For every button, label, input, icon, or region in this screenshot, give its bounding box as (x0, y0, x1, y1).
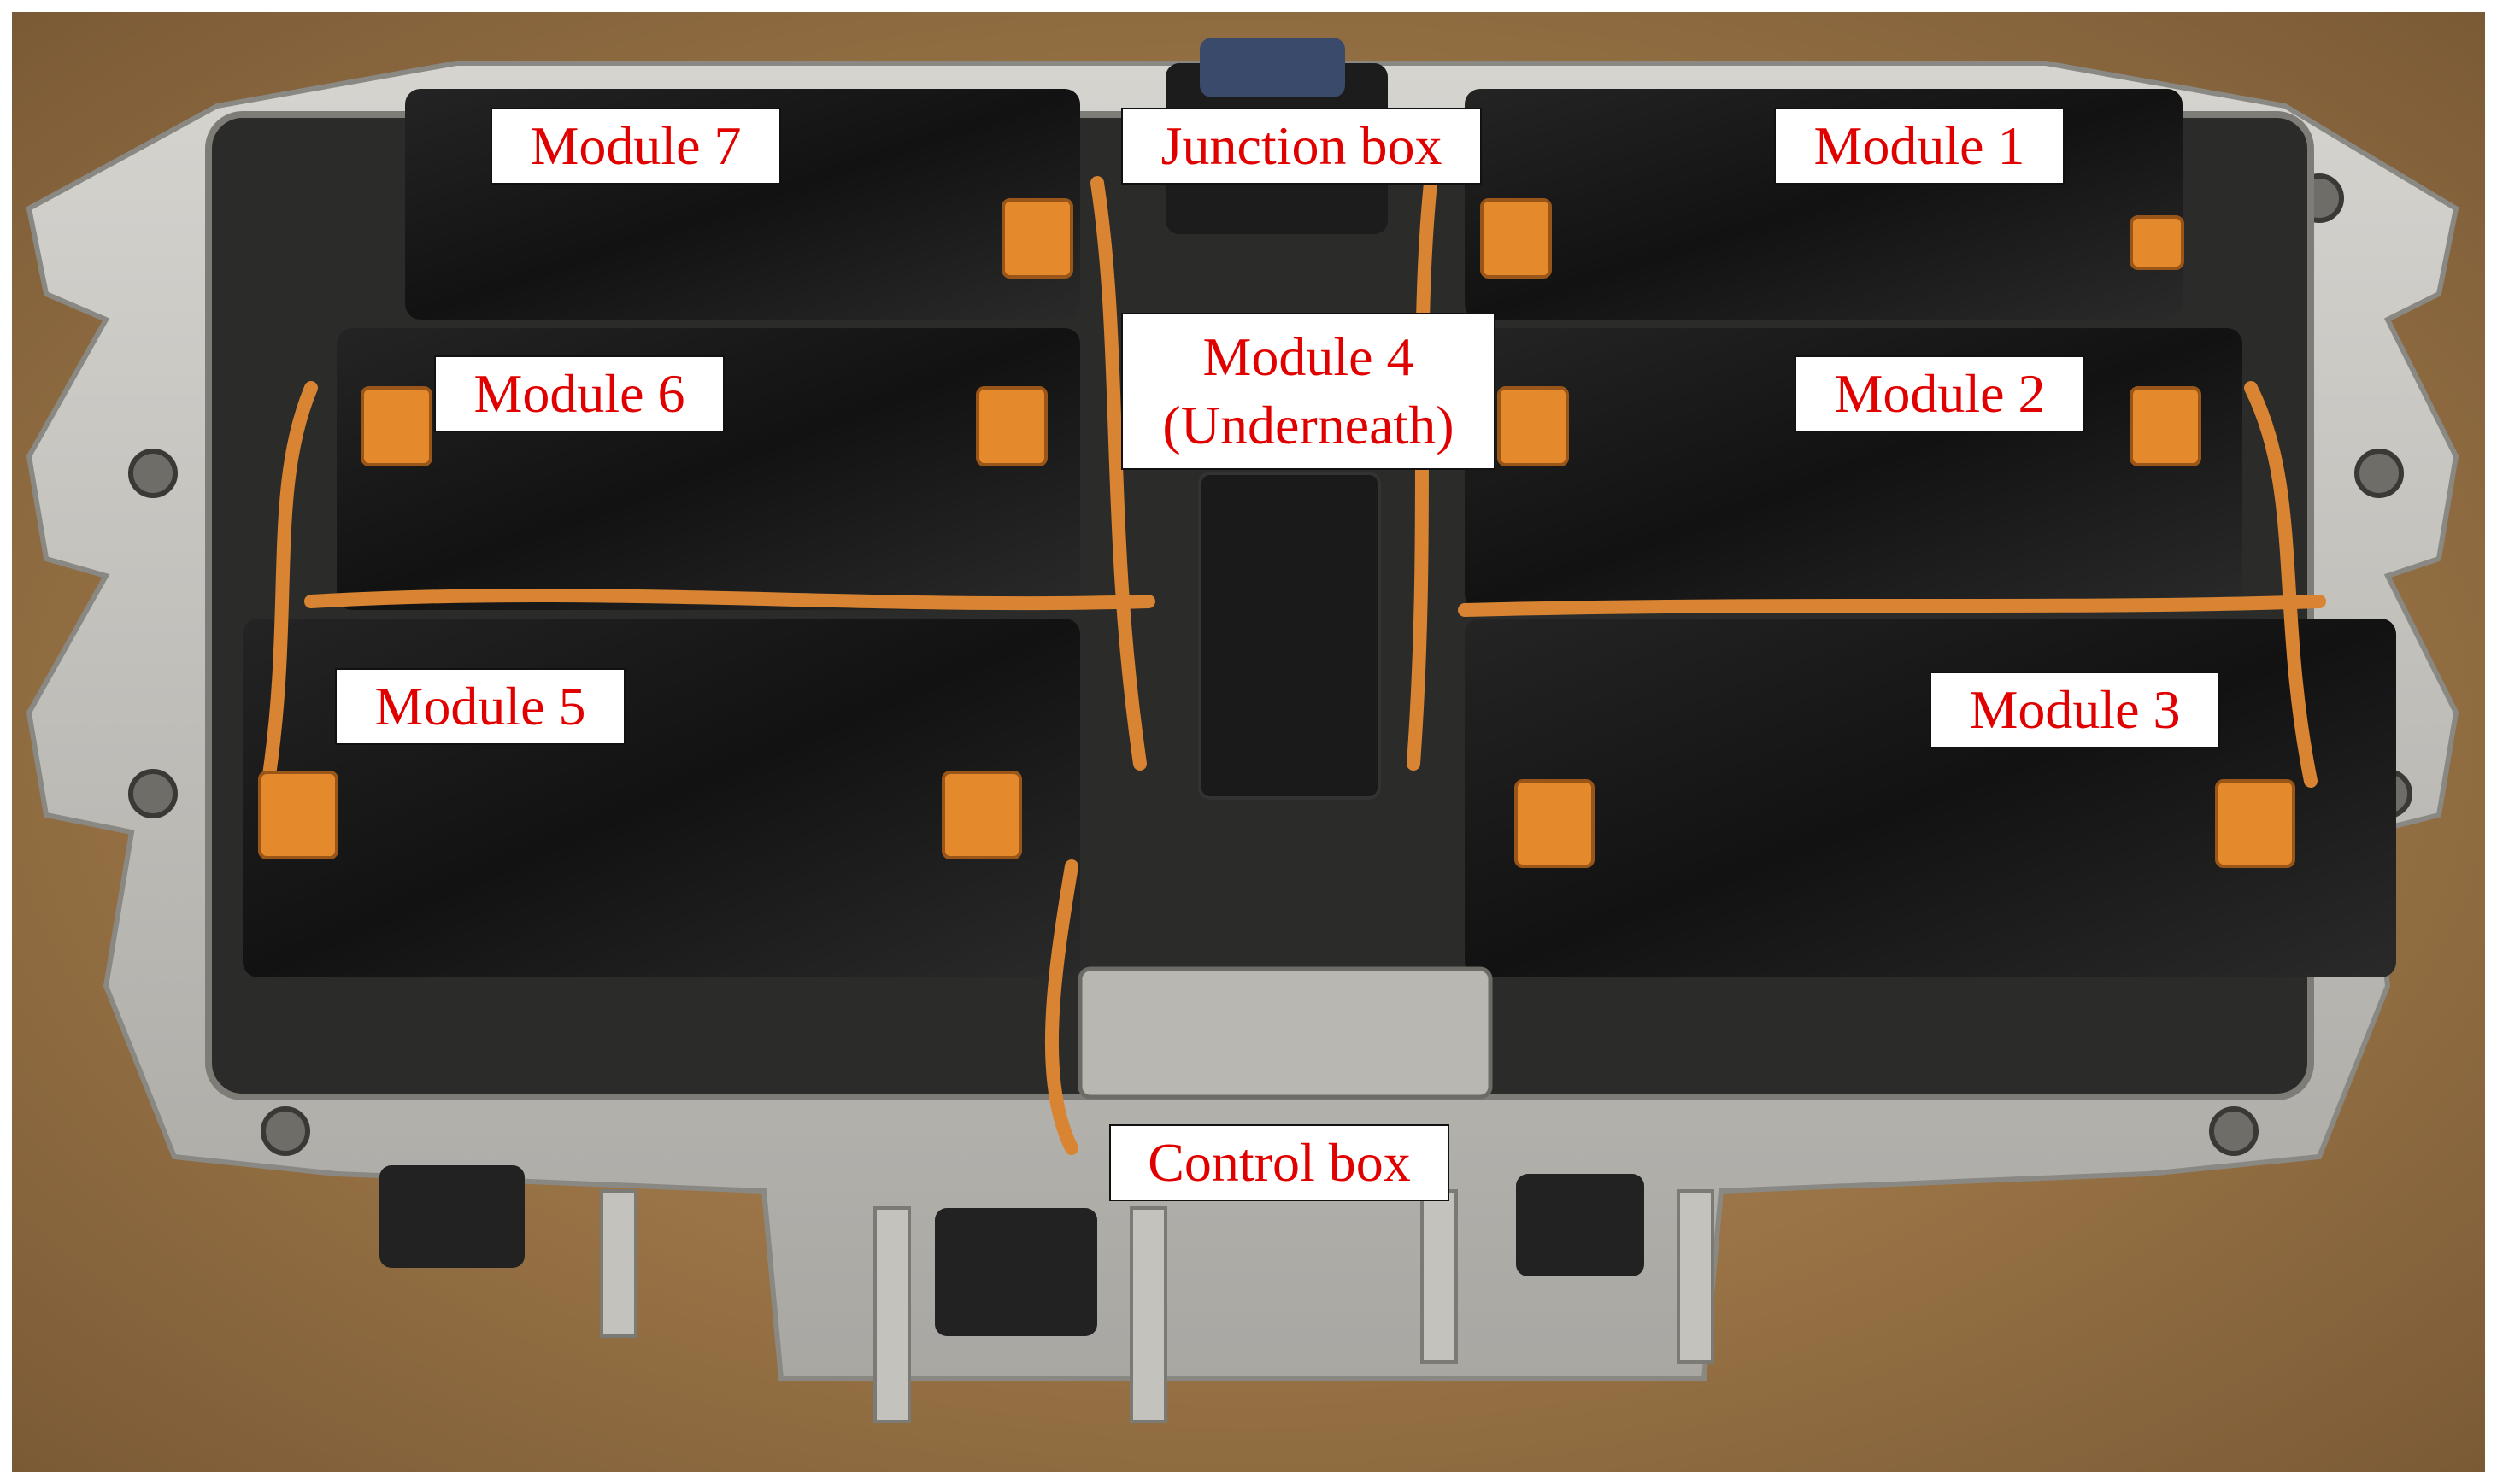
module-7-label-text: Module 7 (530, 115, 742, 176)
module-7-label: Module 7 (491, 108, 781, 185)
module-3-label: Module 3 (1930, 672, 2220, 748)
module-4-label-line2: (Underneath) (1162, 395, 1454, 455)
battery-pack-photo: Module 7 Junction box Module 1 Module 6 … (12, 12, 2485, 1472)
module-2-label: Module 2 (1795, 355, 2085, 432)
module-2-label-text: Module 2 (1834, 363, 2046, 424)
module-6-label-text: Module 6 (473, 363, 685, 424)
module-3-label-text: Module 3 (1969, 679, 2181, 740)
control-box-block (1078, 966, 1493, 1100)
control-box-label-text: Control box (1148, 1132, 1411, 1193)
module-4-label-line1: Module 4 (1202, 326, 1414, 387)
module-4-label: Module 4 (Underneath) (1121, 313, 1495, 470)
module-5-label-text: Module 5 (374, 676, 586, 736)
junction-box-label: Junction box (1121, 108, 1482, 185)
module-1-label: Module 1 (1774, 108, 2065, 185)
module-5-label: Module 5 (335, 668, 626, 745)
junction-box-label-text: Junction box (1160, 115, 1442, 176)
module-1-label-text: Module 1 (1813, 115, 2025, 176)
control-box-label: Control box (1109, 1124, 1449, 1201)
module-6-label: Module 6 (434, 355, 725, 432)
